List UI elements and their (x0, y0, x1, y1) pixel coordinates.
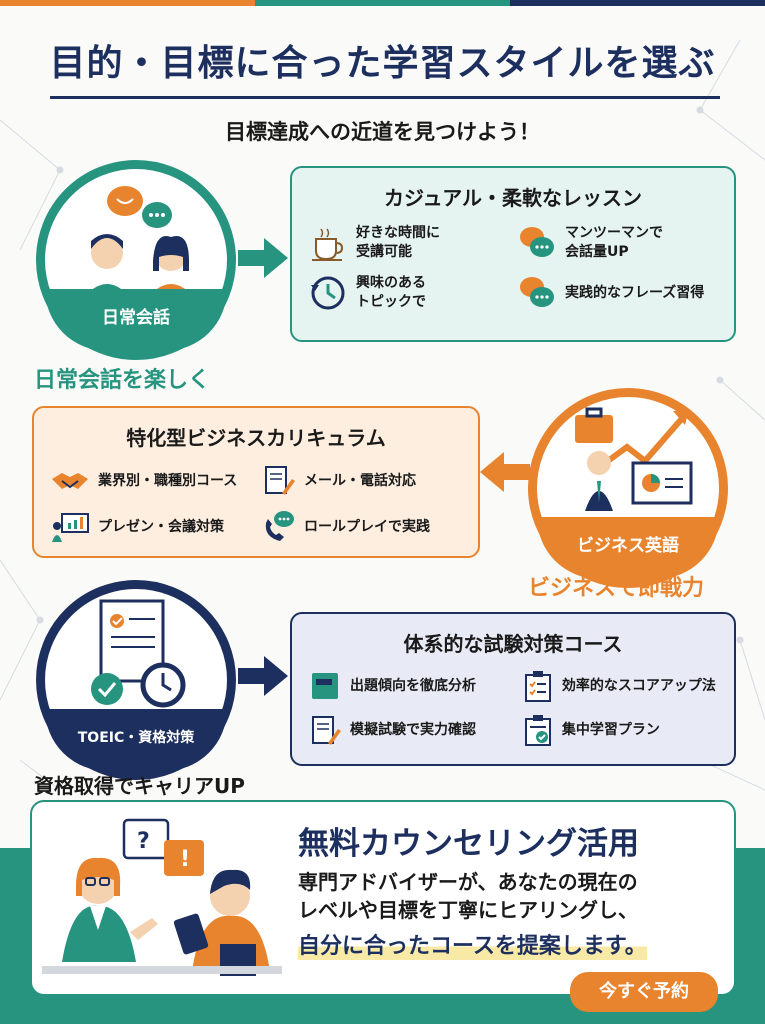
clock-arrow-icon (311, 276, 345, 310)
svg-text:?: ? (137, 829, 150, 854)
clipboard-icon (524, 671, 551, 702)
counseling-illustration: ? ! (42, 818, 282, 976)
daily-conversation-caption: 日常会話を楽しく (34, 368, 211, 393)
document-pen-icon (312, 716, 341, 745)
list-item: 効率的なスコアアップ法 (522, 669, 718, 703)
title-divider (50, 96, 720, 99)
phone-chat-icon (265, 511, 294, 541)
chat-bubbles-icon (520, 227, 554, 257)
toeic-label: TOEIC・資格対策 (45, 709, 227, 771)
card-title: カジュアル・柔軟なレッスン (384, 186, 642, 210)
page-title: 目的・目標に合った学習スタイルを選ぶ (49, 43, 716, 84)
chat-bubbles-icon (520, 277, 554, 307)
coffee-cup-icon (312, 228, 344, 261)
list-item: ロールプレイで実践 (260, 509, 462, 545)
book-icon (312, 673, 338, 699)
list-item: 集中学習プラン (522, 713, 718, 747)
counseling-emphasis: 自分に合ったコースを提案します。 (298, 928, 647, 960)
casual-lesson-card: カジュアル・柔軟なレッスン 好きな時間に 受講可能 マンツーマンで 会話量UP … (290, 166, 736, 342)
toeic-circle: TOEIC・資格対策 (36, 580, 236, 780)
top-accent-bar (0, 0, 765, 6)
daily-conversation-label: 日常会話 (45, 289, 227, 351)
card-title: 体系的な試験対策コース (403, 632, 623, 656)
list-item: マンツーマンで 会話量UP (517, 223, 718, 263)
daily-conversation-circle: 日常会話 (36, 160, 236, 360)
toeic-caption: 資格取得でキャリアUP (34, 774, 245, 798)
list-item: メール・電話対応 (260, 463, 462, 499)
business-growth-icon (575, 407, 693, 511)
counseling-text: 専門アドバイザーが、あなたの現在の レベルや目標を丁寧にヒアリングし、 (298, 870, 638, 922)
list-item: 好きな時間に 受講可能 (308, 223, 509, 263)
business-curriculum-card: 特化型ビジネスカリキュラム 業界別・職種別コース メール・電話対応 プレゼン・会… (32, 406, 480, 558)
clipboard-check-icon (524, 715, 551, 746)
list-item: 模擬試験で実力確認 (308, 713, 514, 747)
handshake-icon (52, 473, 88, 489)
reserve-now-button[interactable]: 今すぐ予約 (570, 972, 718, 1012)
counseling-title: 無料カウンセリング活用 (298, 826, 639, 862)
business-english-circle: ビジネス英語 (528, 388, 728, 588)
exam-checklist-icon (91, 599, 186, 708)
list-item: 興味のある トピックで (308, 273, 509, 313)
list-item: 実践的なフレーズ習得 (517, 273, 718, 313)
svg-text:!: ! (180, 847, 190, 872)
business-english-label: ビジネス英語 (537, 517, 719, 579)
list-item: プレゼン・会議対策 (50, 509, 252, 545)
business-english-caption: ビジネスで即戦力 (528, 576, 705, 601)
arrow-left-icon (480, 452, 530, 492)
list-item: 業界別・職種別コース (50, 463, 252, 499)
list-item: 出題傾向を徹底分析 (308, 669, 514, 703)
exam-course-card: 体系的な試験対策コース 出題傾向を徹底分析 効率的なスコアアップ法 模擬試験で実… (290, 612, 736, 766)
arrow-right-icon (238, 238, 288, 278)
card-title: 特化型ビジネスカリキュラム (126, 426, 386, 450)
page-subtitle: 目標達成への近道を見つけよう！ (225, 120, 540, 144)
arrow-right-icon (238, 656, 288, 696)
presentation-icon (52, 513, 89, 542)
document-pen-icon (265, 466, 295, 495)
